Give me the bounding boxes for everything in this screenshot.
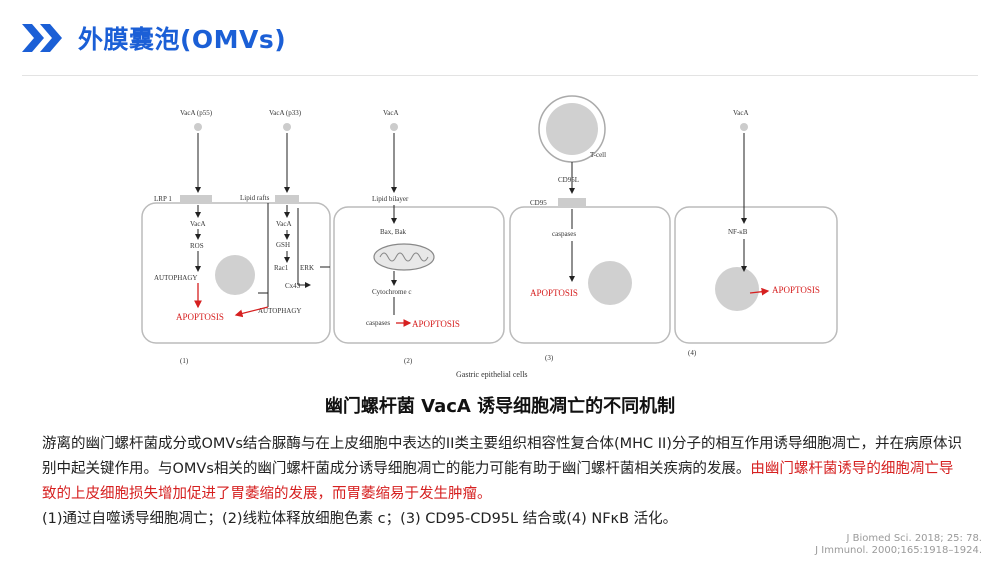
vaca-label-2: VacA xyxy=(383,109,399,117)
panel-number-1: (1) xyxy=(180,357,189,365)
vaca-dot-4 xyxy=(740,123,748,131)
vaca-p33-dot xyxy=(283,123,291,131)
p1b-step-vaca: VacA xyxy=(276,220,292,228)
references: J Biomed Sci. 2018; 25: 78. J Immunol. 2… xyxy=(815,533,982,557)
vaca-dot-2 xyxy=(390,123,398,131)
reference-1: J Biomed Sci. 2018; 25: 78. xyxy=(846,533,982,544)
vaca-p55-label: VacA (p55) xyxy=(180,109,213,117)
header-divider xyxy=(22,75,978,76)
vaca-dot xyxy=(194,123,202,131)
p1-step-ros: ROS xyxy=(190,242,204,250)
p3-apoptosis: APOPTOSIS xyxy=(530,288,578,298)
vaca-p33-label: VacA (p33) xyxy=(269,109,302,117)
t-cell-label: T-cell xyxy=(590,151,606,159)
p2-apoptosis: APOPTOSIS xyxy=(412,319,460,329)
panel-number-4: (4) xyxy=(688,349,697,357)
panel-number-2: (2) xyxy=(404,357,413,365)
p1b-autophagy: AUTOPHAGY xyxy=(258,307,301,315)
apoptosis-diagram: VacA (p55) LRP 1 VacA ROS AUTOPHAGY APOP… xyxy=(141,95,838,379)
cd95-label: CD95 xyxy=(530,199,547,207)
lipid-bilayer-label: Lipid bilayer xyxy=(372,195,409,203)
p1b-step-gsh: GSH xyxy=(276,241,290,249)
nucleus-1 xyxy=(215,255,255,295)
p2-step-baxbak: Bax, Bak xyxy=(380,228,407,236)
t-cell-nucleus xyxy=(546,103,598,155)
reference-2: J Immunol. 2000;165:1918–1924. xyxy=(815,545,982,556)
p4-step-nfkb: NF-κB xyxy=(728,228,748,236)
body-text: 游离的幽门螺杆菌成分或OMVs结合脲酶与在上皮细胞中表达的II类主要组织相容性复… xyxy=(42,432,967,532)
gastric-cells-label: Gastric epithelial cells xyxy=(456,370,528,379)
mechanisms-list: (1)通过自噬诱导细胞凋亡；(2)线粒体释放细胞色素 c；(3) CD95-CD… xyxy=(42,511,678,527)
cell-outline-4 xyxy=(674,206,838,344)
lipid-raft xyxy=(275,195,299,203)
p1-apoptosis: APOPTOSIS xyxy=(176,312,224,322)
chevron-right-icon xyxy=(22,24,62,52)
p2-step-caspases: caspases xyxy=(366,319,390,327)
p1b-step-erk: ERK xyxy=(300,264,314,272)
p1-step-vaca: VacA xyxy=(190,220,206,228)
cd95-receptor xyxy=(558,198,586,207)
nucleus-3 xyxy=(588,261,632,305)
highlighted-sentence: 由幽门螺杆菌诱导的细胞凋亡导致的上皮细胞损失增加促进了胃萎缩的发展，而胃萎缩易于… xyxy=(42,461,954,502)
header: 外膜囊泡(OMVs) xyxy=(0,0,1000,80)
cell-outline-2 xyxy=(333,206,505,344)
p1b-step-rac1: Rac1 xyxy=(274,264,289,272)
p1b-step-cx43: Cx43 xyxy=(285,282,301,290)
cd95l-label: CD95L xyxy=(558,176,579,184)
p1-step-autophagy: AUTOPHAGY xyxy=(154,274,197,282)
nucleus-4 xyxy=(715,267,759,311)
panel-number-3: (3) xyxy=(545,354,554,362)
page-title: 外膜囊泡(OMVs) xyxy=(78,25,287,54)
p2-step-cytochrome: Cytochrome c xyxy=(372,288,411,296)
vaca-label-4: VacA xyxy=(733,109,749,117)
p4-apoptosis: APOPTOSIS xyxy=(772,285,820,295)
body-paragraph: 游离的幽门螺杆菌成分或OMVs结合脲酶与在上皮细胞中表达的II类主要组织相容性复… xyxy=(42,436,962,477)
figure-caption: 幽门螺杆菌 VacA 诱导细胞凋亡的不同机制 xyxy=(324,396,676,417)
p3-step-caspases: caspases xyxy=(552,230,576,238)
lrp1-receptor xyxy=(180,195,212,203)
lrp1-label: LRP 1 xyxy=(154,195,172,203)
lipid-rafts-label: Lipid rafts xyxy=(240,194,270,202)
